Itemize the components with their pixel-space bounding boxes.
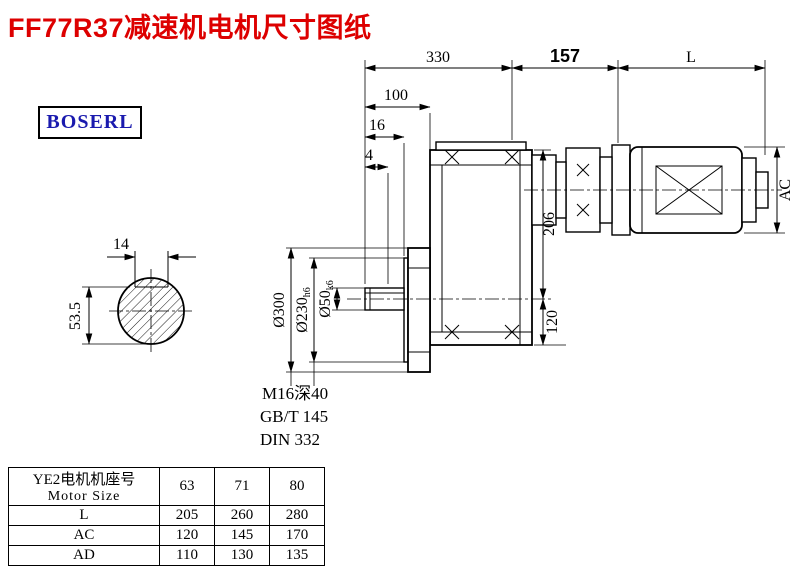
dim-L-label: L	[686, 49, 696, 66]
table-row-L: L 205 260 280	[8, 505, 325, 526]
value-L-63: 205	[159, 505, 215, 526]
value-L-71: 260	[214, 505, 270, 526]
shaft-cross-section: 14 53.5	[67, 236, 196, 353]
value-AC-71: 145	[214, 525, 270, 546]
dim-206-label: 206	[541, 212, 558, 236]
row-label-AC: AC	[8, 525, 160, 546]
coupling-bolt-marks	[576, 163, 590, 217]
dim-16-label: 16	[369, 117, 385, 134]
table-row-AC: AC 120 145 170	[8, 525, 325, 546]
gearbox-side-view	[364, 141, 533, 373]
size-column-63: 63	[159, 467, 215, 506]
bolt-marks	[444, 149, 520, 340]
dim-d50-label: Ø50k6	[317, 280, 336, 318]
dim-53-5-label: 53.5	[67, 302, 84, 330]
dim-d300-label: Ø300	[271, 292, 288, 328]
row-label-AD: AD	[8, 545, 160, 566]
value-AD-63: 110	[159, 545, 215, 566]
brand-logo: BOSERL	[38, 106, 142, 139]
dim-330-label: 330	[426, 49, 450, 66]
standards-notes: M16深40 GB/T 145 DIN 332	[260, 384, 328, 449]
note-din: DIN 332	[260, 430, 320, 449]
note-gbt: GB/T 145	[260, 407, 328, 426]
motor-size-table: YE2电机机座号 Motor Size 63 71 80 L 205 260 2…	[8, 467, 325, 566]
header-label-cn: YE2电机机座号	[32, 472, 136, 488]
dim-d230-label: Ø230h6	[294, 287, 313, 333]
dim-120-label: 120	[544, 310, 561, 334]
brand-logo-text: BOSERL	[46, 111, 134, 133]
table-row-AD: AD 110 130 135	[8, 545, 325, 566]
dim-157-label: 157	[550, 46, 580, 66]
dim-4-label: 4	[365, 147, 373, 164]
value-AD-80: 135	[269, 545, 325, 566]
dim-AC-label: AC	[777, 179, 794, 201]
value-AC-80: 170	[269, 525, 325, 546]
value-AD-71: 130	[214, 545, 270, 566]
size-column-71: 71	[214, 467, 270, 506]
dim-14-label: 14	[113, 236, 129, 253]
header-label-en: Motor Size	[47, 489, 121, 504]
dimension-annotations: 330 157 L 100 16 4 AC 206 120 Ø300 Ø230h	[271, 46, 794, 386]
size-column-80: 80	[269, 467, 325, 506]
note-thread: M16深40	[262, 384, 328, 403]
value-AC-63: 120	[159, 525, 215, 546]
row-label-L: L	[8, 505, 160, 526]
table-header-row: YE2电机机座号 Motor Size 63 71 80	[8, 467, 325, 506]
dim-100-label: 100	[384, 87, 408, 104]
motor-size-header-cell: YE2电机机座号 Motor Size	[8, 467, 160, 506]
page-title: FF77R37减速机电机尺寸图纸	[8, 13, 372, 43]
value-L-80: 280	[269, 505, 325, 526]
